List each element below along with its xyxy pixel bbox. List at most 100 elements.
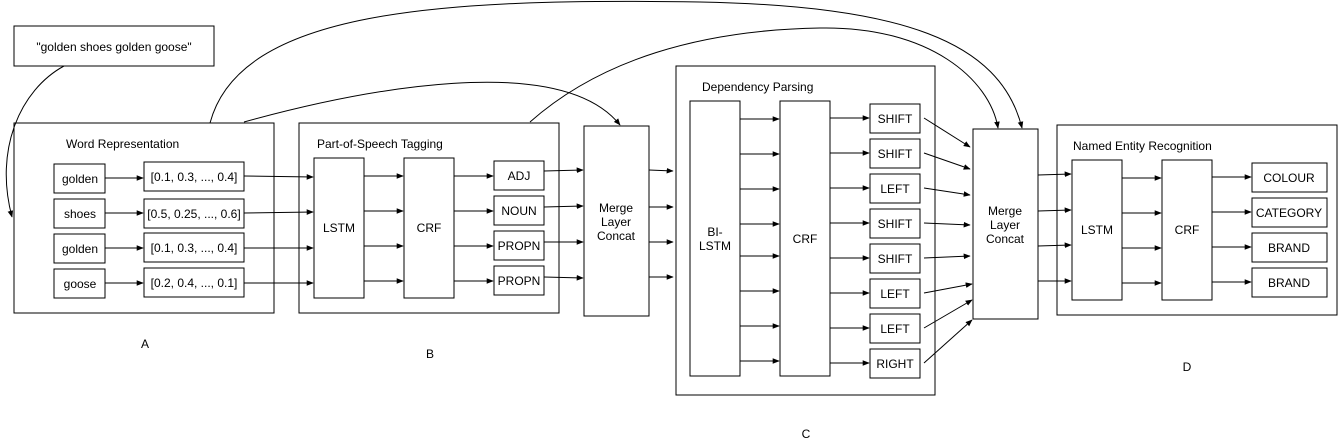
word-label: shoes [64,207,96,221]
ner-entity-box [1251,267,1328,298]
dp-action-box [869,313,921,344]
word-label: golden [62,172,98,186]
word-box [53,198,106,229]
dp-action-label: SHIFT [878,147,913,161]
merge-to-ner-lstm-arrows [1037,171,1072,284]
svg-text:BI-: BI- [707,225,722,239]
pos-tagging-to-merge-2-curve [529,27,1000,129]
pos-tag-label: PROPN [498,239,541,253]
ner-entity-boxes: COLOUR CATEGORY BRAND BRAND [1251,162,1328,298]
word-row-1: golden [0.1, 0.3, ..., 0.4] [53,161,245,194]
merge-layer-1-label: Merge Layer Concat [597,201,636,243]
section-label-c: C [802,427,811,441]
pos-tag-box [493,160,545,191]
word-box [53,233,106,264]
dp-action-label: SHIFT [878,217,913,231]
ner-entity-label: COLOUR [1263,171,1315,185]
dp-action-box [869,103,921,134]
dp-action-label: SHIFT [878,252,913,266]
merge-layer-1-box [583,125,650,317]
dp-action-box [869,348,921,379]
pos-lstm-label: LSTM [323,221,355,235]
pos-tag-label: PROPN [498,274,541,288]
pos-crf-box [403,157,455,299]
dp-crf-to-action-arrows [830,115,870,366]
pos-tag-box [493,265,545,296]
section-label-d: D [1183,360,1192,374]
svg-text:Layer: Layer [990,218,1020,232]
ner-entity-label: CATEGORY [1256,206,1322,220]
pos-tag-label: NOUN [501,204,536,218]
svg-text:Merge: Merge [599,201,633,215]
ner-lstm-to-crf-arrows [1122,175,1162,286]
dp-action-box [869,243,921,274]
word-label: golden [62,242,98,256]
vector-box [143,267,245,298]
dependency-parsing-title: Dependency Parsing [702,80,813,94]
ner-title: Named Entity Recognition [1073,139,1212,153]
dp-action-label: LEFT [880,287,910,301]
vector-label: [0.2, 0.4, ..., 0.1] [151,276,238,290]
ner-entity-label: BRAND [1268,241,1310,255]
word-representation-to-merge-1-curve [243,81,621,126]
dp-action-label: LEFT [880,182,910,196]
word-to-vector-arrows [105,175,144,286]
ner-crf-box [1161,159,1213,301]
dp-action-box [869,138,921,169]
dp-action-label: LEFT [880,322,910,336]
dp-action-to-merge-arrows [923,117,973,364]
pos-lstm-box [313,157,365,299]
pos-tag-box [493,195,545,226]
merge-layer-2-label: Merge Layer Concat [986,204,1025,246]
dp-action-label: RIGHT [876,357,914,371]
input-to-word-representation-curve [5,65,65,218]
dp-action-box [869,278,921,309]
dp-action-box [869,173,921,204]
word-box [53,163,106,194]
dp-crf-label: CRF [793,232,818,246]
dp-bilstm-to-crf-arrows [740,116,780,364]
pos-tagging-title: Part-of-Speech Tagging [317,137,443,151]
svg-text:LSTM: LSTM [699,239,731,253]
dp-bilstm-box [689,100,741,377]
dp-action-label: SHIFT [878,112,913,126]
merge-to-dp-arrows [648,167,674,280]
merge-layer-2-box [972,128,1039,320]
pos-tag-boxes: ADJ NOUN PROPN PROPN [493,160,545,296]
word-row-2: shoes [0.5, 0.25, ..., 0.6] [53,198,245,229]
word-row-4: goose [0.2, 0.4, ..., 0.1] [53,267,245,299]
dp-action-box [869,208,921,239]
input-sentence-box [13,25,215,67]
vector-label: [0.1, 0.3, ..., 0.4] [151,241,238,255]
input-sentence: "golden shoes golden goose" [36,40,191,54]
dp-bilstm-label: BI- LSTM [699,225,731,253]
svg-text:Merge: Merge [988,204,1022,218]
svg-text:Layer: Layer [601,215,631,229]
ner-entity-box [1251,197,1328,228]
ner-lstm-label: LSTM [1081,223,1113,237]
ner-entity-label: BRAND [1268,276,1310,290]
dp-crf-box [779,100,831,377]
vector-box [143,232,245,263]
word-box [53,268,106,299]
vector-box [143,198,245,229]
pos-crf-to-tag-arrows [454,173,494,284]
pos-tag-to-merge-arrows [543,167,584,281]
word-representation-to-merge-2-curve [209,0,1024,129]
vector-to-pos-lstm-arrows [243,174,314,286]
pos-crf-label: CRF [417,221,442,235]
ner-crf-label: CRF [1175,223,1200,237]
word-representation-title: Word Representation [66,137,179,151]
ner-entity-box [1251,232,1328,263]
word-row-3: golden [0.1, 0.3, ..., 0.4] [53,232,245,264]
svg-text:Concat: Concat [986,232,1025,246]
vector-label: [0.5, 0.25, ..., 0.6] [147,207,240,221]
svg-text:Concat: Concat [597,229,636,243]
section-label-b: B [426,347,434,361]
word-label: goose [64,277,97,291]
pos-tag-label: ADJ [508,169,531,183]
ner-entity-box [1251,162,1328,193]
ner-lstm-box [1071,159,1123,301]
vector-label: [0.1, 0.3, ..., 0.4] [151,170,238,184]
